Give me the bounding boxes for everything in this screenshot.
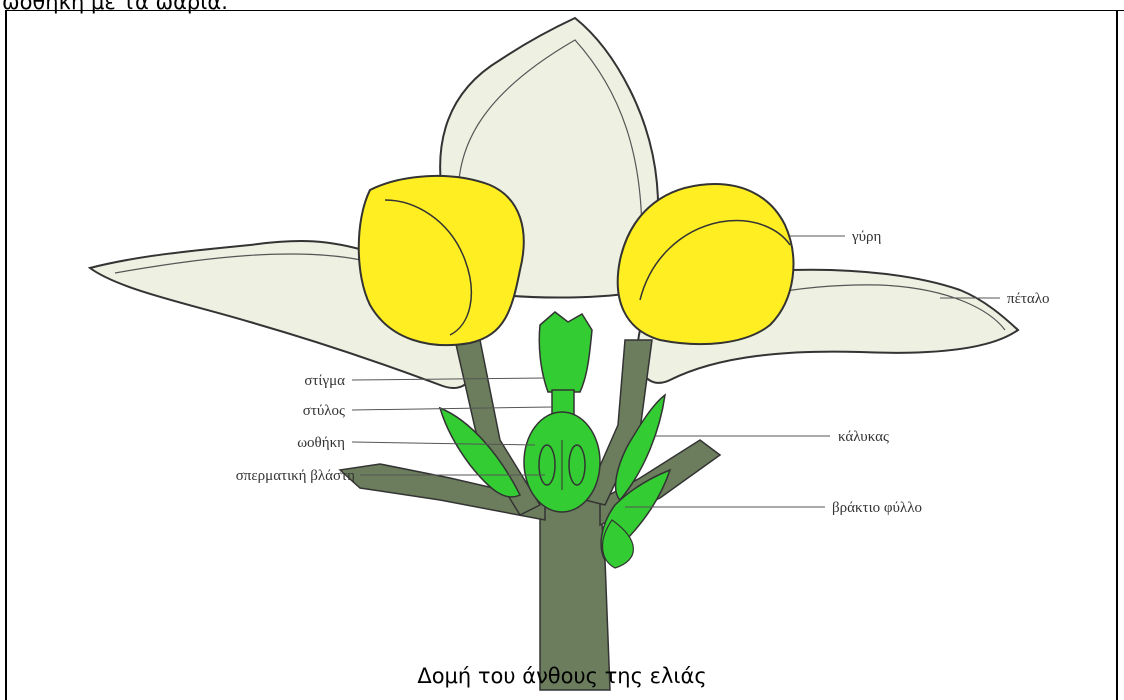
label-ovary: ωοθήκη xyxy=(297,435,345,451)
leader-ovary xyxy=(352,442,535,445)
stigma-shape xyxy=(539,312,592,392)
stem xyxy=(340,340,720,690)
label-bract: βράκτιο φύλλο xyxy=(832,500,922,516)
leader-style xyxy=(352,407,552,410)
anther-left xyxy=(359,176,524,345)
pistil xyxy=(524,312,600,512)
label-calyx: κάλυκας xyxy=(838,429,889,445)
figure-caption: Δομή του άνθους της ελιάς xyxy=(0,664,1124,688)
label-style: στύλος xyxy=(303,403,345,419)
label-petal: πέταλο xyxy=(1007,291,1050,307)
label-stigma: στίγμα xyxy=(304,373,345,389)
labels-left: στίγμα στύλος ωοθήκη σπερματική βλάστη xyxy=(236,373,355,484)
label-seminal-blastema: σπερματική βλάστη xyxy=(236,468,355,484)
main-stem xyxy=(540,500,610,690)
label-pollen: γύρη xyxy=(851,229,882,245)
